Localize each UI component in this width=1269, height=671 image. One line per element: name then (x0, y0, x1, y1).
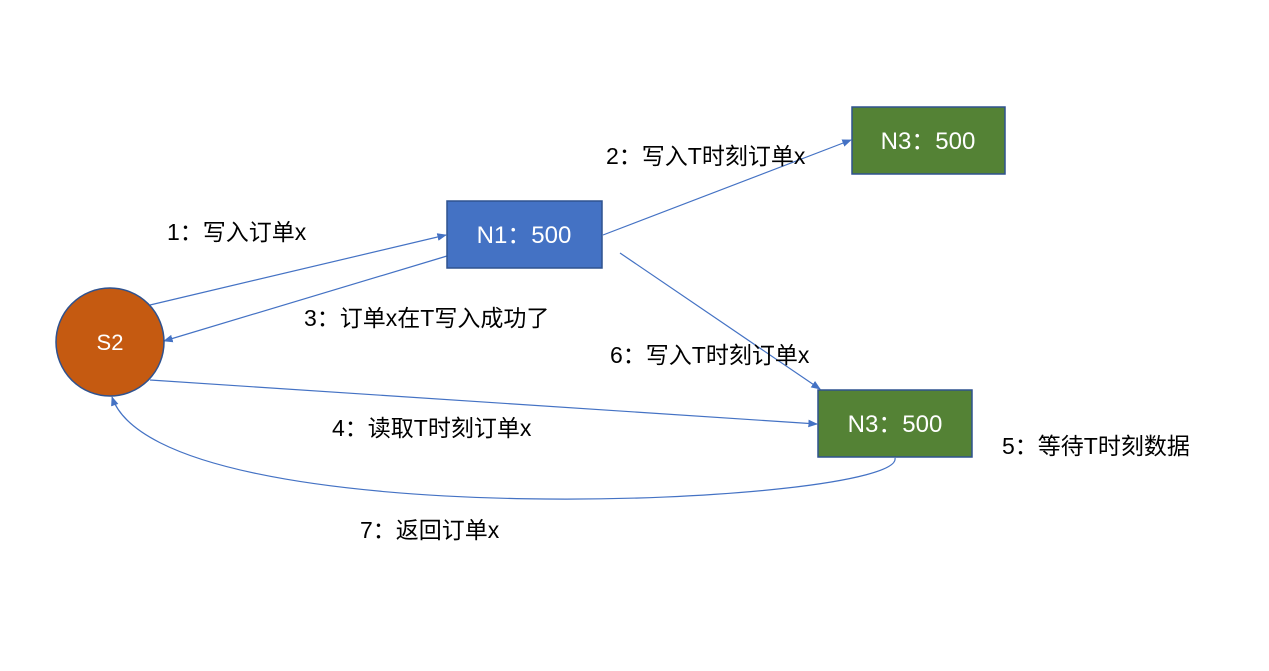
node-n3-top-label: N3：500 (881, 128, 976, 155)
step-3-label: 3：订单x在T写入成功了 (304, 305, 549, 331)
node-s2-shape (55, 287, 165, 397)
node-n3-bottom-label: N3：500 (848, 411, 943, 438)
node-n1-shape (446, 200, 603, 269)
node-n3-bottom-shape (817, 389, 973, 458)
edge-s2-to-n3-bottom (149, 379, 818, 428)
node-n1-label: N1：500 (477, 222, 572, 249)
edge-n1-to-n3-bottom (619, 252, 821, 390)
step-1-label: 1：写入订单x (167, 219, 307, 245)
edge-n1-to-n3-top (602, 139, 852, 236)
node-n3-top-shape (851, 106, 1006, 175)
step-2-label: 2：写入T时刻订单x (606, 143, 806, 169)
node-n3-bottom[interactable]: N3：500 (817, 389, 973, 458)
step-7-label: 7：返回订单x (360, 517, 500, 543)
edge-s2-to-n1 (149, 233, 447, 306)
node-s2[interactable]: S2 (55, 287, 165, 397)
step-6-label: 6：写入T时刻订单x (610, 342, 810, 368)
step-4-label: 4：读取T时刻订单x (332, 415, 532, 441)
edge-n3-bottom-return-to-s2 (111, 396, 896, 500)
node-s2-label: S2 (97, 330, 124, 355)
edge-n1-to-s2 (163, 255, 448, 343)
node-n1[interactable]: N1：500 (446, 200, 603, 269)
step-5-label: 5：等待T时刻数据 (1002, 433, 1190, 459)
node-n3-top[interactable]: N3：500 (851, 106, 1006, 175)
